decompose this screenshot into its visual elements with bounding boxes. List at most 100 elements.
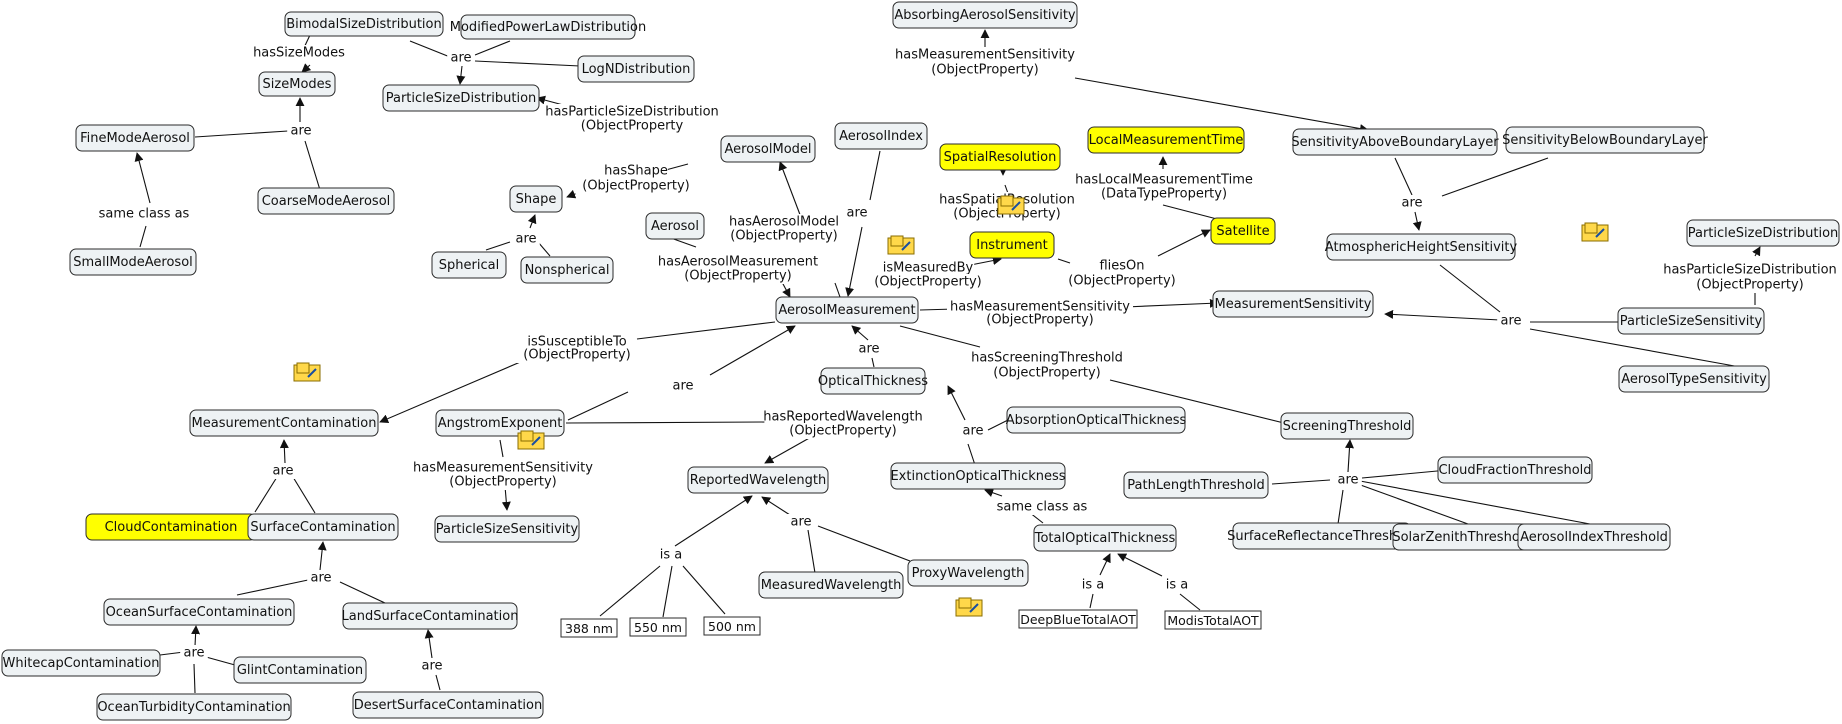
node-box bbox=[103, 598, 295, 626]
concept-node-aerosoltypesens[interactable]: AerosolTypeSensitivity bbox=[1618, 365, 1770, 393]
edge bbox=[254, 476, 278, 513]
edge-label-text: are bbox=[962, 424, 983, 439]
edge bbox=[947, 385, 966, 421]
concept-node-sensbelow[interactable]: SensitivityBelowBoundaryLayer bbox=[1502, 126, 1708, 154]
concept-node-finemode[interactable]: FineModeAerosol bbox=[75, 124, 195, 152]
edge-label: same class as bbox=[992, 499, 1092, 515]
node-box bbox=[233, 656, 367, 684]
note-icon[interactable] bbox=[517, 430, 545, 450]
node-box bbox=[907, 559, 1029, 587]
concept-node-satellite[interactable]: Satellite bbox=[1210, 217, 1276, 245]
concept-node-psd_top[interactable]: ParticleSizeDistribution bbox=[382, 84, 540, 112]
concept-node-deepblue[interactable]: DeepBlueTotalAOT bbox=[1018, 609, 1138, 629]
note-icon[interactable] bbox=[955, 597, 983, 617]
concept-node-angstrom[interactable]: AngstromExponent bbox=[435, 409, 565, 437]
node-label: ProxyWavelength bbox=[912, 566, 1025, 581]
concept-node-localtime[interactable]: LocalMeasurementTime bbox=[1087, 126, 1245, 154]
concept-node-proxywl[interactable]: ProxyWavelength bbox=[907, 559, 1029, 587]
concept-node-screening[interactable]: ScreeningThreshold bbox=[1280, 412, 1414, 440]
concept-node-landsurf[interactable]: LandSurfaceContamination bbox=[342, 602, 519, 630]
concept-node-nonspherical[interactable]: Nonspherical bbox=[520, 256, 614, 284]
concept-node-aerosol[interactable]: Aerosol bbox=[645, 212, 705, 240]
node-label: ScreeningThreshold bbox=[1283, 419, 1412, 434]
concept-node-cloudfrac[interactable]: CloudFractionThreshold bbox=[1437, 456, 1593, 484]
node-label: AerosolModel bbox=[724, 142, 811, 157]
concept-node-modis[interactable]: ModisTotalAOT bbox=[1164, 610, 1262, 630]
concept-node-aerosolmeas[interactable]: AerosolMeasurement bbox=[775, 296, 919, 324]
edge-label: (ObjectProperty) bbox=[1689, 277, 1811, 293]
concept-node-reportedwl[interactable]: ReportedWavelength bbox=[687, 466, 829, 494]
concept-node-surfrefl[interactable]: SurfaceReflectanceThreshold bbox=[1227, 522, 1417, 550]
concept-node-extopt[interactable]: ExtinctionOpticalThickness bbox=[890, 462, 1066, 490]
concept-node-nm550[interactable]: 550 nm bbox=[629, 617, 687, 637]
concept-node-spatialres[interactable]: SpatialResolution bbox=[939, 143, 1061, 171]
edge-label: (ObjectProperty) bbox=[516, 347, 638, 363]
concept-node-aerosolindex[interactable]: AerosolIndex bbox=[834, 122, 928, 150]
concept-node-partsizesens_l[interactable]: ParticleSizeSensitivity bbox=[434, 515, 580, 543]
concept-node-solarzen[interactable]: SolarZenithThreshold bbox=[1392, 523, 1532, 551]
concept-node-cloudcont[interactable]: CloudContamination bbox=[85, 513, 257, 541]
concept-node-absorbsens[interactable]: AbsorbingAerosolSensitivity bbox=[892, 1, 1078, 29]
edge-label-bg bbox=[604, 163, 668, 179]
concept-node-oceanturb[interactable]: OceanTurbidityContamination bbox=[96, 693, 292, 721]
node-label: SpatialResolution bbox=[944, 150, 1057, 165]
edge bbox=[485, 241, 511, 251]
concept-node-aiThresh[interactable]: AerosolIndexThreshold bbox=[1517, 523, 1671, 551]
concept-node-sensabove[interactable]: SensitivityAboveBoundaryLayer bbox=[1291, 128, 1499, 156]
concept-node-partsizesens_r[interactable]: ParticleSizeSensitivity bbox=[1617, 307, 1765, 335]
concept-node-instrument[interactable]: Instrument bbox=[969, 231, 1055, 259]
edge bbox=[435, 674, 441, 691]
note-icon[interactable] bbox=[1581, 222, 1609, 242]
edge-label: are bbox=[843, 205, 871, 221]
concept-node-bimodal[interactable]: BimodalSizeDistribution bbox=[284, 11, 444, 37]
node-box bbox=[460, 14, 636, 40]
concept-node-sizemodes[interactable]: SizeModes bbox=[258, 71, 336, 97]
concept-node-coarsemode[interactable]: CoarseModeAerosol bbox=[257, 187, 395, 215]
edge-label-bg bbox=[418, 658, 446, 674]
edge-label-bg bbox=[575, 178, 697, 194]
edge-label-bg bbox=[1334, 472, 1362, 488]
concept-node-meassens[interactable]: MeasurementSensitivity bbox=[1212, 290, 1374, 318]
edge bbox=[761, 496, 791, 516]
concept-node-oceansurf[interactable]: OceanSurfaceContamination bbox=[103, 598, 295, 626]
edge bbox=[304, 140, 321, 191]
concept-node-nm500[interactable]: 500 nm bbox=[703, 616, 761, 636]
note-icon-page bbox=[958, 597, 972, 609]
concept-node-absopt[interactable]: AbsorptionOpticalThickness bbox=[1006, 406, 1187, 434]
note-icon[interactable] bbox=[293, 362, 321, 382]
edge-label-bg bbox=[855, 341, 883, 357]
concept-node-smallmode[interactable]: SmallModeAerosol bbox=[69, 248, 197, 276]
concept-node-aerosolmodel[interactable]: AerosolModel bbox=[720, 135, 816, 163]
edge-label: are bbox=[512, 231, 540, 247]
node-label: FineModeAerosol bbox=[80, 131, 190, 146]
concept-node-opticalthick[interactable]: OpticalThickness bbox=[818, 367, 928, 395]
concept-node-meascont[interactable]: MeasurementContamination bbox=[189, 409, 379, 437]
concept-node-nm388[interactable]: 388 nm bbox=[560, 618, 618, 638]
concept-node-modpower[interactable]: ModifiedPowerLawDistribution bbox=[450, 14, 646, 40]
concept-node-psd_right[interactable]: ParticleSizeDistribution bbox=[1686, 219, 1840, 247]
edge-label: are bbox=[447, 50, 475, 66]
note-icon[interactable] bbox=[887, 235, 915, 255]
node-box bbox=[431, 251, 507, 279]
edge bbox=[1271, 479, 1331, 485]
concept-node-pathlength[interactable]: PathLengthThreshold bbox=[1123, 471, 1269, 499]
edge bbox=[317, 541, 327, 571]
node-label: LogNDistribution bbox=[582, 62, 691, 77]
concept-node-spherical[interactable]: Spherical bbox=[431, 251, 507, 279]
concept-node-measuredwl[interactable]: MeasuredWavelength bbox=[758, 571, 904, 599]
concept-node-atmheight[interactable]: AtmosphericHeightSensitivity bbox=[1325, 233, 1518, 261]
concept-node-surfcont[interactable]: SurfaceContamination bbox=[247, 513, 399, 541]
node-label: ParticleSizeSensitivity bbox=[436, 522, 579, 537]
edge bbox=[1124, 298, 1219, 308]
edge-label-bg bbox=[1078, 172, 1250, 188]
edge-label: (ObjectProperty bbox=[575, 118, 689, 134]
concept-node-totalopt[interactable]: TotalOpticalThickness bbox=[1033, 524, 1177, 552]
concept-node-lognd[interactable]: LogNDistribution bbox=[577, 55, 695, 83]
concept-node-shape[interactable]: Shape bbox=[509, 185, 563, 213]
concept-node-whitecap[interactable]: WhitecapContamination bbox=[1, 649, 161, 677]
edge bbox=[456, 65, 466, 85]
node-box bbox=[1123, 471, 1269, 499]
concept-node-glint[interactable]: GlintContamination bbox=[233, 656, 367, 684]
note-icon[interactable] bbox=[997, 195, 1025, 215]
concept-node-desertsurf[interactable]: DesertSurfaceContamination bbox=[352, 691, 544, 719]
